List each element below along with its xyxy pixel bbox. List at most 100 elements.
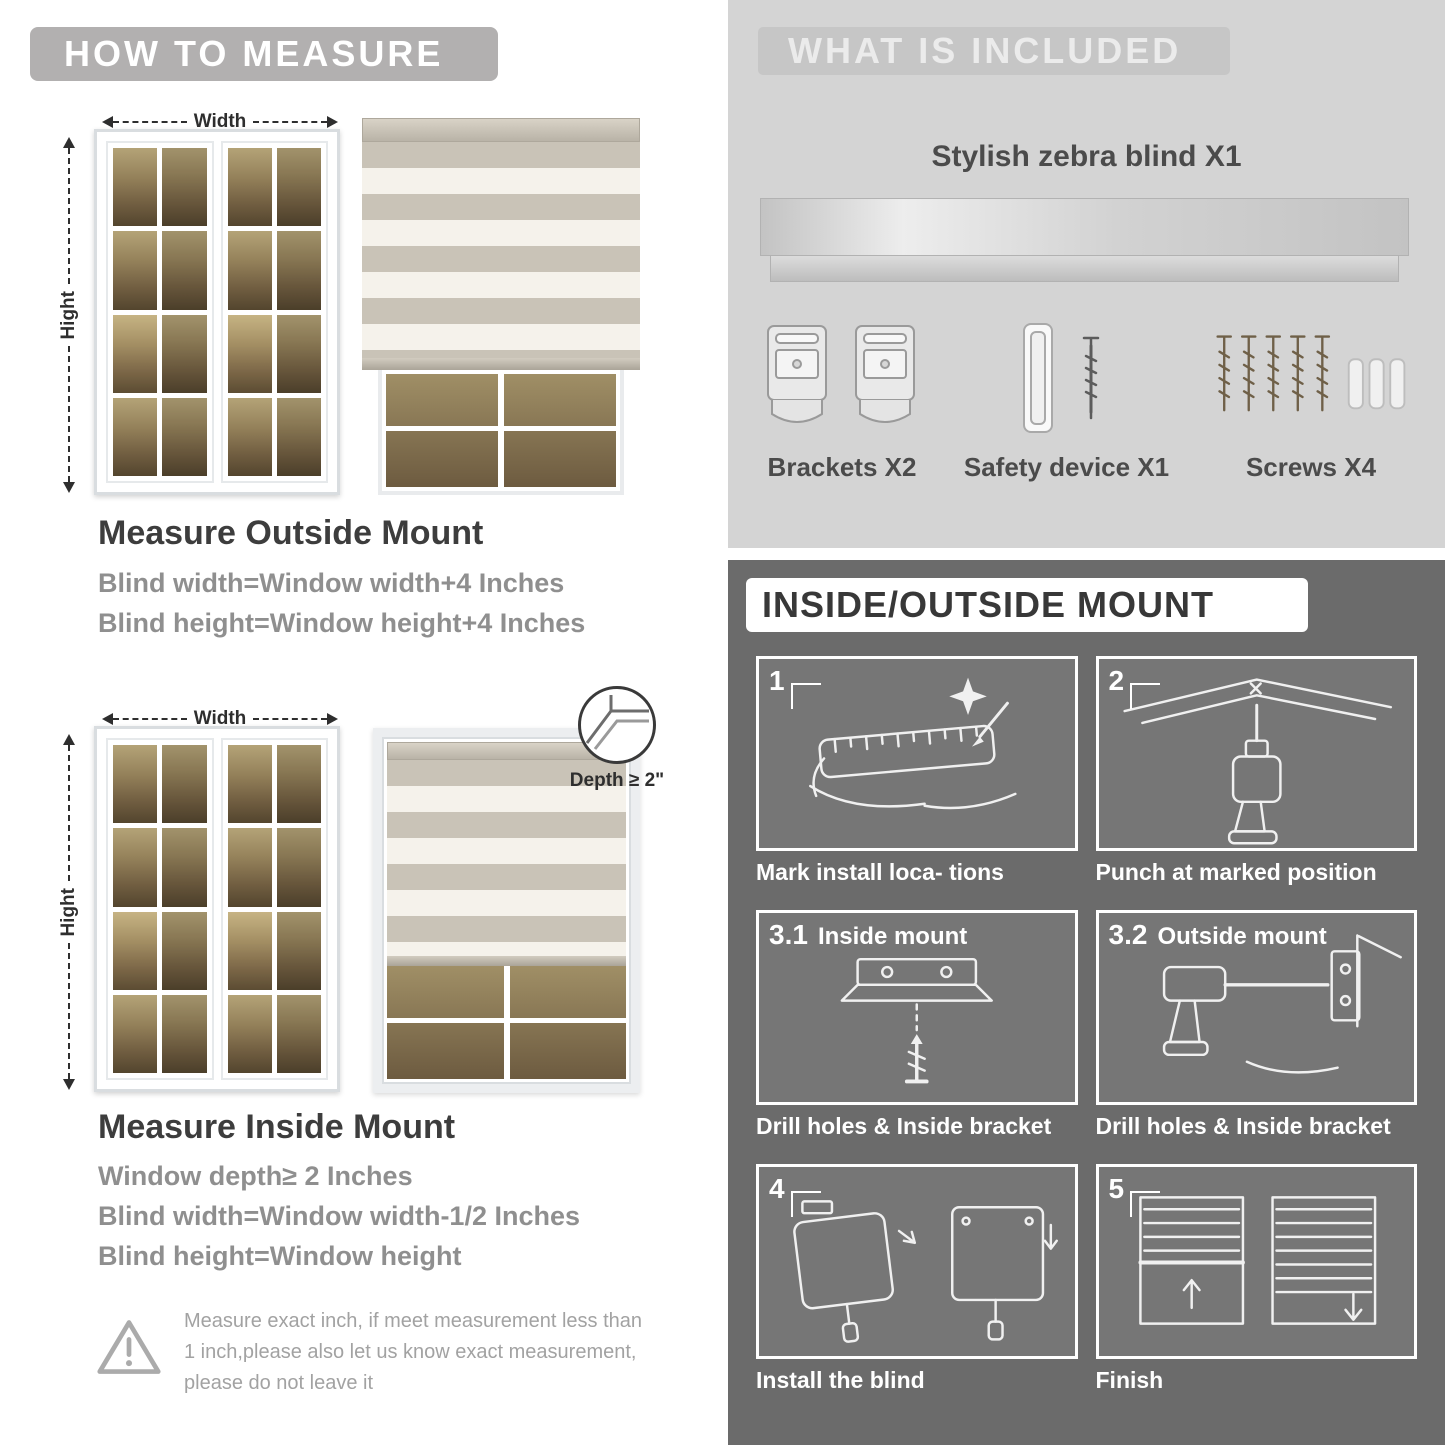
window-sash <box>106 738 214 1080</box>
headrail-valance <box>770 256 1399 282</box>
brackets-icon <box>767 325 915 423</box>
inside-mount-formula-height: Blind height=Window height <box>98 1241 462 1271</box>
step-4: 4 <box>756 1164 1078 1394</box>
width-label: Width <box>193 111 247 132</box>
inside-mount-title: Measure Inside Mount <box>98 1108 456 1146</box>
blind-bottom-rail <box>362 358 640 370</box>
step-number: 2 <box>1108 665 1125 696</box>
included-item-brackets: Brackets X2 <box>762 320 922 483</box>
step-caption: Drill holes & Inside bracket <box>1095 1113 1391 1139</box>
width-arrow: Width <box>102 708 338 730</box>
step-caption: Mark install loca- tions <box>756 859 1004 885</box>
safety-device-icon <box>1023 323 1100 433</box>
measure-window-figure-inside: Width Hight <box>58 700 340 1092</box>
mount-steps: 1 <box>756 656 1417 1394</box>
screws-icon <box>1216 335 1406 412</box>
zebra-stripes <box>387 760 626 956</box>
right-column: WHAT IS INCLUDED Stylish zebra blind X1 <box>728 0 1445 1445</box>
height-label: Hight <box>58 887 79 937</box>
window-below-blind <box>378 370 624 495</box>
corner-mark-icon <box>1130 683 1161 709</box>
step-panel: 3.1 Inside mount <box>756 910 1078 1105</box>
step-header: 2 <box>1109 667 1161 709</box>
what-is-included-header: WHAT IS INCLUDED <box>758 27 1230 75</box>
inside-mount-depth-rule: Window depth≥ 2 Inches <box>98 1161 413 1191</box>
finish-blinds-illustration <box>1137 1196 1376 1325</box>
width-arrow: Width <box>102 111 338 133</box>
how-to-measure-section: HOW TO MEASURE Width Hight <box>0 0 700 1445</box>
step-panel: 5 <box>1095 1164 1417 1359</box>
window-frame <box>373 728 640 1093</box>
step-caption: Drill holes & Inside bracket <box>756 1113 1052 1139</box>
step-number: 1 <box>769 665 785 696</box>
zebra-stripes <box>362 142 640 358</box>
depth-circle-icon <box>578 686 656 764</box>
step-header: 3.1 Inside mount <box>769 921 967 951</box>
mount-instructions-section: INSIDE/OUTSIDE MOUNT 1 <box>728 560 1445 1445</box>
outside-mount-formula-width: Blind width=Window width+4 Inches <box>98 568 565 598</box>
step-header: 4 <box>769 1175 821 1217</box>
zebra-blind-label: Stylish zebra blind X1 <box>931 140 1242 173</box>
arrow-left-icon <box>102 713 113 725</box>
step-panel: 3.2 Outside mount <box>1095 910 1417 1105</box>
step-title: Outside mount <box>1157 923 1327 950</box>
step-panel: 4 <box>756 1164 1078 1359</box>
outside-mount-blind-illustration <box>362 118 640 495</box>
step-number: 5 <box>1108 1173 1125 1204</box>
window-sash <box>220 141 328 483</box>
window-sash <box>106 141 214 483</box>
included-item-screws: Screws X4 <box>1211 320 1411 483</box>
section-divider <box>728 548 1445 560</box>
depth-callout: Depth ≥ 2" <box>556 686 678 792</box>
warning-triangle-icon <box>97 1320 161 1374</box>
corner-mark-icon <box>790 683 821 709</box>
step-caption: Finish <box>1095 1367 1164 1393</box>
step-header: 1 <box>769 667 821 709</box>
step-caption: Punch at marked position <box>1095 859 1377 885</box>
arrow-right-icon <box>327 713 338 725</box>
column-divider <box>700 0 728 1445</box>
arrow-up-icon <box>63 734 75 745</box>
arrow-up-icon <box>63 137 75 148</box>
outside-bracket-illustration <box>1162 934 1402 1074</box>
outside-mount-title: Measure Outside Mount <box>98 514 484 552</box>
step-3-2: 3.2 Outside mount <box>1095 910 1417 1140</box>
corner-mark-icon <box>790 1191 821 1217</box>
warning-text: Measure exact inch, if meet measurement … <box>184 1310 642 1394</box>
step-header: 5 <box>1109 1175 1161 1217</box>
included-item-safety-device: Safety device X1 <box>964 320 1169 483</box>
step-panel: 2 <box>1095 656 1417 851</box>
arrow-down-icon <box>63 1079 75 1091</box>
step-number: 3.2 <box>1108 919 1148 950</box>
arrow-down-icon <box>63 482 75 494</box>
included-item-label: Safety device X1 <box>963 452 1170 482</box>
step-5: 5 <box>1095 1164 1417 1394</box>
arrow-right-icon <box>327 116 338 128</box>
step-3-1: 3.1 Inside mount <box>756 910 1078 1140</box>
included-items: Brackets X2 <box>762 320 1411 483</box>
blind-bottom-rail <box>387 956 626 966</box>
mount-header: INSIDE/OUTSIDE MOUNT <box>746 578 1308 632</box>
step-caption: Install the blind <box>756 1367 925 1393</box>
step-title: Inside mount <box>817 923 968 950</box>
height-arrow: Hight <box>58 734 80 1091</box>
depth-label: Depth ≥ 2" <box>569 770 665 791</box>
step-1: 1 <box>756 656 1078 886</box>
step-header: 3.2 Outside mount <box>1109 921 1327 951</box>
blind-cassette <box>362 118 640 142</box>
install-blind-illustration <box>793 1200 1058 1343</box>
measure-window-figure-outside: Width Hight <box>58 103 340 495</box>
headrail-illustration <box>760 198 1409 282</box>
arrow-left-icon <box>102 116 113 128</box>
measure-warning: Measure exact inch, if meet measurement … <box>96 1306 644 1399</box>
ruler-hand-illustration <box>809 677 1017 810</box>
headrail-cassette <box>760 198 1409 256</box>
height-arrow: Hight <box>58 137 80 494</box>
what-is-included-section: WHAT IS INCLUDED Stylish zebra blind X1 <box>728 0 1445 548</box>
how-to-measure-header: HOW TO MEASURE <box>30 27 498 81</box>
inside-mount-formula-width: Blind width=Window width-1/2 Inches <box>98 1201 581 1231</box>
height-label: Hight <box>58 290 79 340</box>
inside-mount-blind-illustration <box>373 728 640 1093</box>
window-glass <box>387 966 626 1079</box>
